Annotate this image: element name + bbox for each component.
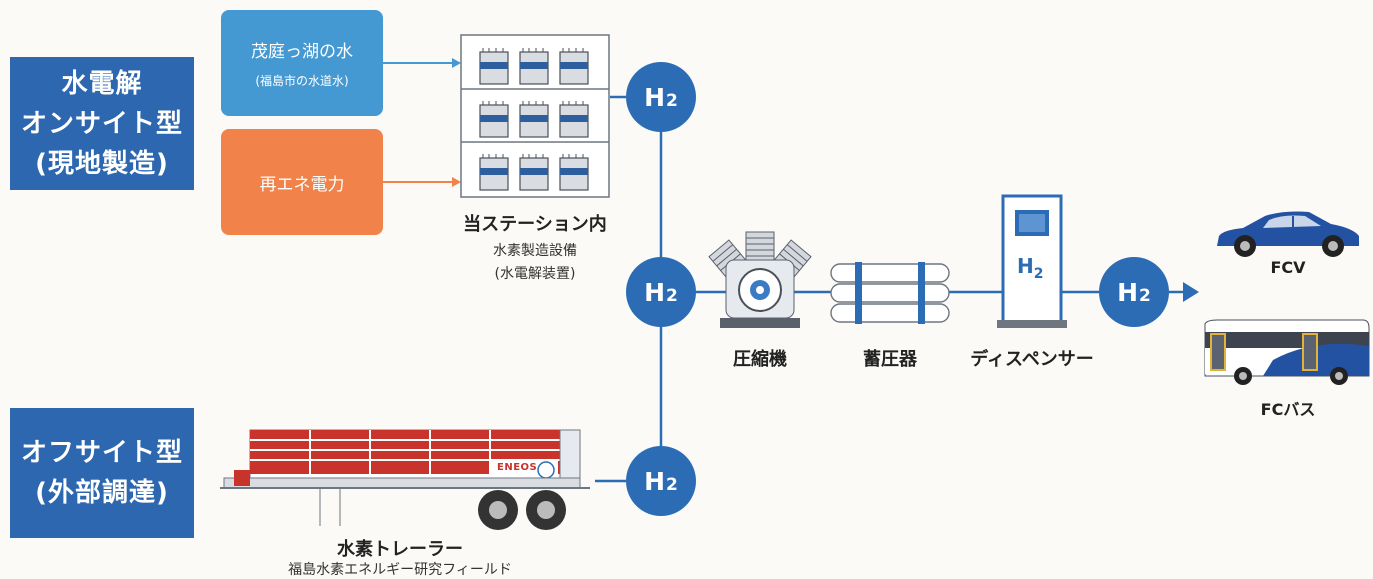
compressor-icon	[708, 231, 812, 328]
water-source-title: 茂庭っ湖の水	[251, 42, 353, 62]
dispenser-h2-mark: H2	[1017, 254, 1044, 282]
water-source-box: 茂庭っ湖の水 (福島市の水道水)	[221, 10, 383, 116]
trailer-title: 水素トレーラー	[337, 539, 463, 560]
offsite-label-line1: オフサイト型	[20, 438, 183, 468]
trailer-brand-logo: ENEOS	[497, 462, 538, 473]
onsite-label: 水電解 オンサイト型 (現地製造)	[10, 57, 194, 190]
station-sub2: (水電解装置)	[494, 266, 576, 282]
accumulator-label: 蓄圧器	[863, 349, 917, 370]
electrolyzer-icon	[460, 34, 610, 198]
fc-bus-label: FCバス	[1260, 400, 1316, 419]
onsite-label-line2: オンサイト型	[20, 108, 183, 139]
hydrogen-trailer-icon	[220, 429, 590, 530]
offsite-label: オフサイト型 (外部調達)	[10, 408, 194, 538]
station-title: 当ステーション内	[463, 214, 607, 235]
compressor-label: 圧縮機	[733, 349, 787, 370]
dispenser-icon	[997, 194, 1067, 328]
station-sub1: 水素製造設備	[493, 243, 577, 259]
onsite-label-line1: 水電解	[61, 68, 143, 99]
fcv-label: FCV	[1270, 258, 1306, 277]
power-source-title: 再エネ電力	[259, 174, 345, 195]
dispenser-label: ディスペンサー	[970, 349, 1094, 370]
accumulator-icon	[830, 262, 950, 324]
water-source-sub: (福島市の水道水)	[255, 74, 349, 88]
fcv-car-icon	[1217, 211, 1359, 257]
offsite-label-line2: (外部調達)	[35, 478, 169, 508]
onsite-label-line3: (現地製造)	[35, 148, 169, 179]
power-source-box: 再エネ電力	[221, 129, 383, 235]
fc-bus-icon	[1204, 319, 1370, 385]
trailer-sub: 福島水素エネルギー研究フィールド	[288, 562, 512, 578]
